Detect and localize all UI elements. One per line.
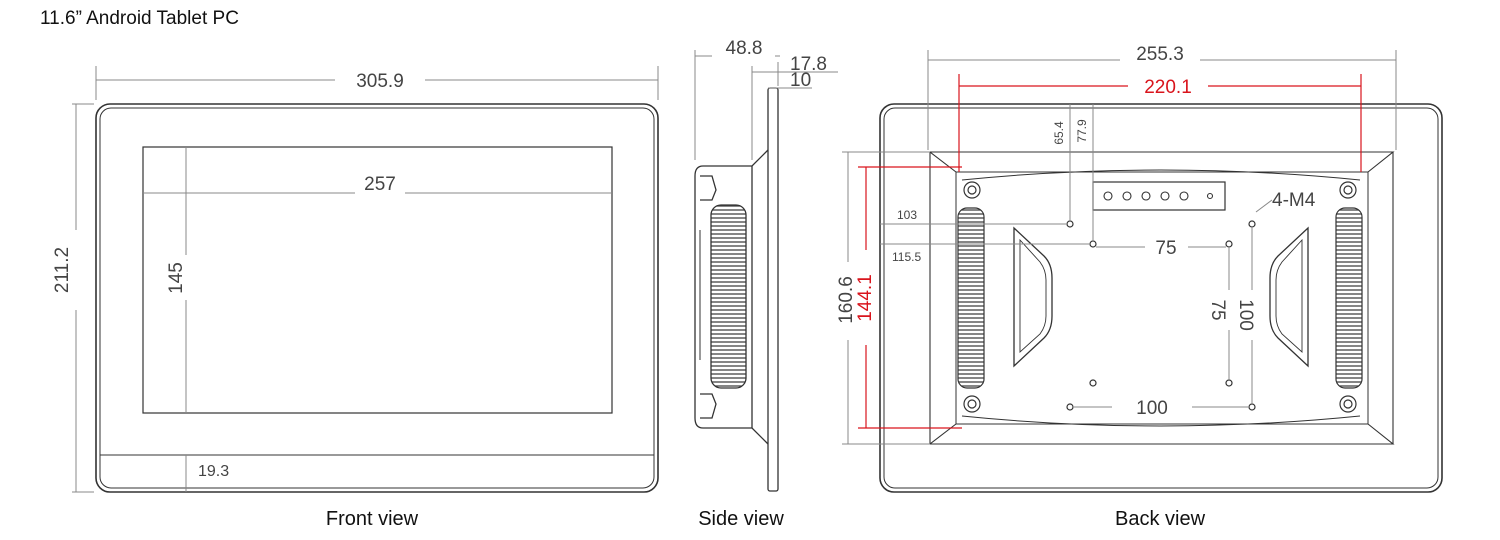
side-panel-front	[767, 87, 779, 492]
back-outer-frame	[879, 103, 1443, 493]
back-vesa-75-h-label: 75	[1155, 238, 1176, 259]
back-housing-chamfer-bottom	[928, 423, 1395, 445]
back-vent-right	[1335, 207, 1363, 389]
back-mount-width-label: 220.1	[1144, 77, 1192, 98]
back-view	[879, 103, 1443, 493]
front-screen	[142, 146, 613, 414]
page-title: 11.6” Android Tablet PC	[40, 8, 239, 29]
back-overall-height-label: 160.6	[836, 276, 857, 324]
back-screw-spec-label: 4-M4	[1272, 190, 1316, 211]
front-view	[95, 103, 659, 493]
side-view-label: Side view	[698, 508, 784, 530]
front-screen-height-label: 145	[166, 262, 187, 294]
back-mount-height-label: 144.1	[855, 274, 876, 322]
side-total-depth-label: 48.8	[726, 38, 763, 59]
back-offset-c-label: 103	[897, 208, 917, 222]
back-dimensions	[842, 50, 1397, 445]
back-offset-a-label: 65.4	[1052, 121, 1066, 145]
side-dimensions	[694, 50, 838, 160]
front-dimensions	[72, 66, 659, 493]
back-housing-chamfer	[928, 151, 1395, 173]
back-vesa-100-v-label: 100	[1235, 299, 1256, 331]
back-handle-right	[1269, 226, 1309, 368]
front-overall-height-label: 211.2	[52, 247, 73, 293]
back-mount-dimensions	[858, 74, 1362, 429]
back-offset-b-label: 77.9	[1075, 119, 1089, 143]
back-overall-width-label: 255.3	[1136, 44, 1184, 65]
front-view-label: Front view	[326, 508, 419, 530]
side-view	[694, 87, 779, 492]
front-inner-frame	[99, 107, 655, 489]
side-vent-grille	[710, 204, 747, 389]
back-vent-left	[957, 207, 985, 389]
front-overall-width-label: 305.9	[356, 71, 404, 92]
front-screen-width-label: 257	[364, 174, 396, 195]
side-top-foot	[700, 175, 717, 201]
back-corner-holes	[963, 181, 1357, 413]
back-inner-frame	[883, 107, 1439, 489]
front-outer-frame	[95, 103, 659, 493]
back-vesa-100-h-label: 100	[1136, 398, 1168, 419]
side-housing	[694, 149, 769, 445]
side-panel-depth-label: 17.8	[790, 54, 827, 75]
back-view-label: Back view	[1115, 508, 1206, 530]
back-handle-left	[1013, 226, 1053, 368]
side-bezel-depth-label: 10	[790, 70, 811, 91]
front-bottom-bezel-label: 19.3	[198, 463, 229, 480]
back-offset-d-label: 115.5	[892, 250, 921, 264]
back-vesa-75-v-label: 75	[1207, 299, 1228, 320]
back-port-panel	[1092, 181, 1226, 211]
side-bottom-foot	[700, 393, 717, 419]
